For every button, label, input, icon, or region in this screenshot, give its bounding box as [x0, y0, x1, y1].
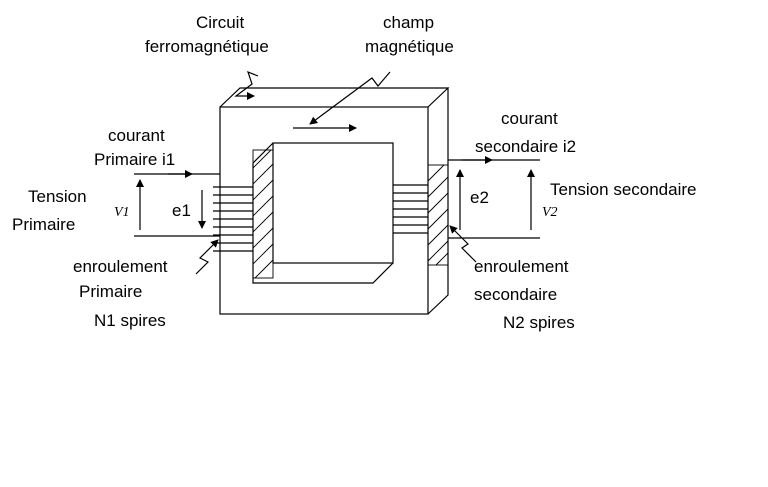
tension-primaire-line2: Primaire — [12, 215, 75, 234]
secondary-leg-face — [427, 164, 449, 266]
champ-label-line2: magnétique — [365, 37, 454, 56]
enroulement-secondaire-line1: enroulement — [474, 257, 569, 276]
courant-secondaire-line2: secondaire i2 — [475, 137, 576, 156]
circuit-label-line1: Circuit — [196, 13, 244, 32]
labels: Circuit ferromagnétique champ magnétique… — [12, 13, 696, 332]
core-top-face — [219, 87, 450, 108]
secondary-winding — [393, 164, 449, 266]
enroulement-primaire-line3: N1 spires — [94, 311, 166, 330]
leader-lines — [195, 70, 477, 275]
v2-symbol: V2 — [542, 205, 558, 220]
champ-label-line1: champ — [383, 13, 434, 32]
enroulement-secondaire-line3: N2 spires — [503, 313, 575, 332]
primary-hatch — [252, 149, 274, 279]
core-window-bevel-bottom — [252, 163, 394, 284]
tension-primaire-line1: Tension — [28, 187, 87, 206]
secondary-winding-leader — [449, 225, 477, 263]
circuit-label-line2: ferromagnétique — [145, 37, 269, 56]
champ-leader — [309, 71, 391, 125]
circuit-leader — [234, 70, 259, 100]
e2-symbol: e2 — [470, 188, 489, 207]
e1-symbol: e1 — [172, 201, 191, 220]
primary-turns — [213, 186, 253, 252]
ferromagnetic-core — [219, 87, 450, 315]
core-right-face — [427, 88, 449, 315]
primary-winding-leader — [195, 239, 219, 275]
courant-primaire-line1: courant — [108, 126, 165, 145]
core-window — [272, 142, 394, 264]
secondary-circuit — [448, 156, 540, 239]
courant-primaire-line2: Primaire i1 — [94, 150, 175, 169]
primary-circuit — [134, 170, 220, 237]
tension-secondaire: Tension secondaire — [550, 180, 696, 199]
secondary-hatch — [427, 164, 449, 266]
enroulement-primaire-line1: enroulement — [73, 257, 168, 276]
v1-symbol: V1 — [114, 205, 130, 220]
core-window-bevel — [252, 142, 274, 164]
enroulement-primaire-line2: Primaire — [79, 282, 142, 301]
courant-secondaire-line1: courant — [501, 109, 558, 128]
primary-winding — [213, 149, 274, 279]
enroulement-secondaire-line2: secondaire — [474, 285, 557, 304]
secondary-turns — [393, 184, 428, 234]
primary-leg-face — [252, 149, 274, 279]
